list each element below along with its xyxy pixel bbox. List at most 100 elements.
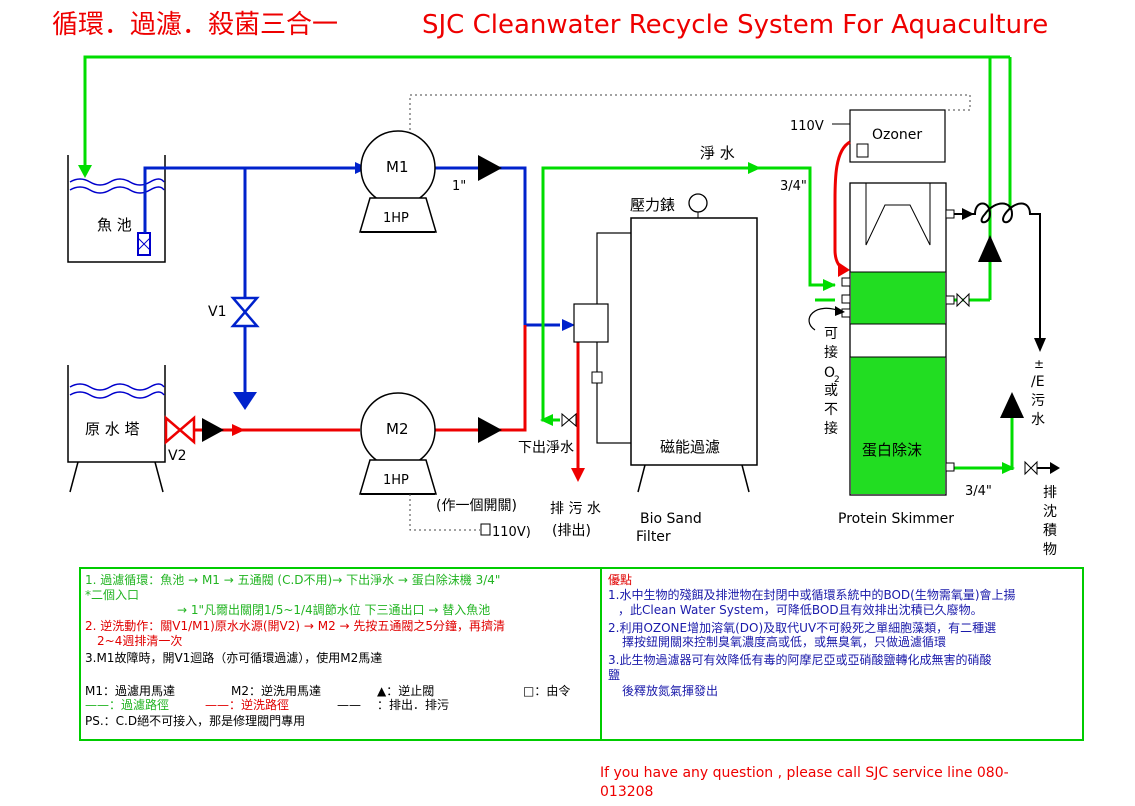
arrow-ozone-in [838, 262, 850, 277]
legend-m1: M1：過濾用馬達 [85, 684, 175, 698]
label-sewage-2: /E [1031, 374, 1045, 390]
label-bio-sand: Bio Sand [640, 511, 702, 527]
arrow-sewage-down [1034, 338, 1046, 352]
label-sediment-4: 物 [1043, 542, 1057, 558]
label-pipe-34-top: 3/4" [780, 179, 807, 194]
raw-water-tower [67, 365, 166, 493]
label-fish-pond: 魚 池 [97, 216, 132, 234]
advantage-3b: 鹽 [608, 668, 621, 682]
check-valve-v2 [202, 418, 224, 442]
label-sediment-2: 沈 [1043, 504, 1057, 520]
label-m2: M2 [386, 420, 409, 438]
label-sewage-4: 水 [1031, 412, 1045, 428]
label-o2-2: 接 [824, 344, 838, 361]
o2-inlet-arrow [835, 306, 845, 316]
label-o2-6: 接 [824, 420, 838, 437]
valve-v1[interactable] [230, 296, 260, 328]
arrow-blue-filter [562, 319, 575, 331]
label-pressure-gauge: 壓力錶 [630, 196, 675, 214]
legend-line-4: 2. 逆洗動作：關V1/M1)原水水源(開V2) → M2 → 先按五通閥之5分… [85, 619, 506, 633]
bio-sand-filter [561, 193, 758, 493]
sewage-pipe-loops [954, 202, 1041, 340]
title-english: SJC Cleanwater Recycle System For Aquacu… [422, 10, 1048, 40]
title-chinese: 循環．過濾．殺菌三合一 [52, 10, 338, 40]
check-valve-v1 [233, 392, 257, 410]
legend-m2: M2：逆洗用馬達 [231, 684, 321, 698]
label-sediment-3: 積 [1043, 523, 1057, 539]
legend-drain-line: —— [337, 698, 361, 712]
motor-m2 [358, 392, 438, 495]
advantage-2b: 擇按鈕開關來控制臭氧濃度高或低，或無臭氧，只做過濾循環 [622, 635, 947, 649]
label-pipe-1in: 1" [452, 179, 466, 194]
arrow-into-fish-pond [78, 165, 92, 178]
arrow-green-sediment [1002, 462, 1015, 474]
arrow-green-lower [540, 414, 553, 426]
label-drain-sewage: 排 污 水 [550, 501, 601, 517]
control-wire [409, 94, 971, 160]
legend-line-1: 1. 過濾循環：魚池 → M1 → 五通閥 (C.D不用)→ 下出淨水 → 蛋白… [85, 573, 501, 587]
blue-path [143, 166, 560, 395]
footer-line2: 013208 [600, 784, 653, 800]
label-raw-water-tower: 原 水 塔 [85, 420, 140, 438]
label-protein-removal: 蛋白除沫 [862, 441, 922, 459]
legend-drain-text: ：排出．排污 [377, 698, 450, 712]
legend-union: □：由令 [523, 684, 571, 698]
label-ozoner: Ozoner [872, 127, 922, 143]
legend-advantages-box: 優點 1.水中生物的殘餌及排泄物在封閉中或循環系統中的BOD(生物需氧量)會上揚… [600, 567, 1084, 741]
legend-ps: PS.：C.D絕不可接入，那是修理閥門專用 [85, 714, 306, 728]
label-filter: Filter [636, 529, 671, 545]
switch-wire [409, 494, 480, 531]
arrow-red-down [571, 468, 585, 482]
label-sewage-3: 污 [1031, 393, 1045, 409]
label-o2-1: 可 [824, 326, 838, 342]
label-o2-4: 或 [824, 383, 838, 399]
arrow-green-cleanwater [748, 162, 761, 174]
legend-line-2: *二個入口 [85, 588, 140, 602]
legend-check-valve: ▲：逆止閥 [377, 684, 435, 698]
label-protein-skimmer: Protein Skimmer [838, 511, 954, 527]
footer-line1: If you have any question , please call S… [600, 765, 1009, 781]
label-switch-note: (作一個開關) [436, 498, 517, 514]
label-v1: V1 [208, 304, 226, 320]
label-v2: V2 [168, 448, 186, 464]
label-pipe-34-bottom: 3/4" [965, 484, 992, 499]
check-valve-m1 [478, 155, 502, 181]
legend-line-3: → 1"凡爾出關閉1/5~1/4調節水位 下三通出口 → 替入魚池 [177, 603, 491, 617]
legend-line-5: 2~4週排清一次 [97, 634, 183, 648]
check-valve-m2 [478, 417, 502, 443]
fish-pond-tank [67, 155, 166, 263]
label-o2-3: O [824, 365, 835, 381]
red-path [165, 325, 580, 470]
ozoner-switch[interactable] [856, 143, 869, 158]
advantage-3c: 後釋放氮氣揮發出 [622, 684, 719, 698]
label-clean-water: 淨 水 [700, 144, 735, 162]
arrow-sediment-out [1050, 462, 1060, 474]
advantages-heading: 優點 [608, 573, 633, 587]
label-volt-ozoner: 110V [790, 119, 824, 134]
protein-skimmer [841, 182, 970, 496]
check-valve-return-1 [978, 235, 1002, 262]
label-sewage-1: ± [1034, 357, 1044, 371]
label-hp2: 1HP [383, 473, 409, 488]
label-lower-clean-water: 下出淨水 [518, 440, 574, 456]
label-o2-sub: 2 [834, 375, 840, 385]
o2-inlet-line [808, 307, 843, 331]
valve-v2[interactable] [164, 415, 196, 445]
advantage-2a: 2.利用OZONE增加溶氧(DO)及取代UV不可殺死之單細胞藻類，有二種選 [608, 621, 997, 635]
label-magnetic-filter: 磁能過濾 [660, 438, 720, 456]
arrow-sewage-out [962, 208, 974, 220]
arrow-red-m2 [232, 424, 245, 436]
label-sediment-1: 排 [1043, 485, 1057, 501]
switch-box[interactable] [480, 523, 491, 536]
sediment-valve[interactable] [1024, 460, 1038, 476]
advantage-1a: 1.水中生物的殘餌及排泄物在封閉中或循環系統中的BOD(生物需氧量)會上揚 [608, 588, 1016, 602]
label-m1: M1 [386, 158, 409, 176]
label-volt-switch: 110V) [492, 525, 531, 540]
legend-instructions-box: 1. 過濾循環：魚池 → M1 → 五通閥 (C.D不用)→ 下出淨水 → 蛋白… [79, 567, 602, 741]
legend-filter-path: ——：過濾路徑 [85, 698, 170, 712]
label-o2-5: 不 [824, 402, 838, 418]
advantage-3a: 3.此生物過濾器可有效降低有毒的阿摩尼亞或亞硝酸鹽轉化成無害的硝酸 [608, 653, 992, 667]
legend-backwash-path: ——：逆洗路徑 [205, 698, 290, 712]
ozone-red-line [833, 140, 851, 272]
